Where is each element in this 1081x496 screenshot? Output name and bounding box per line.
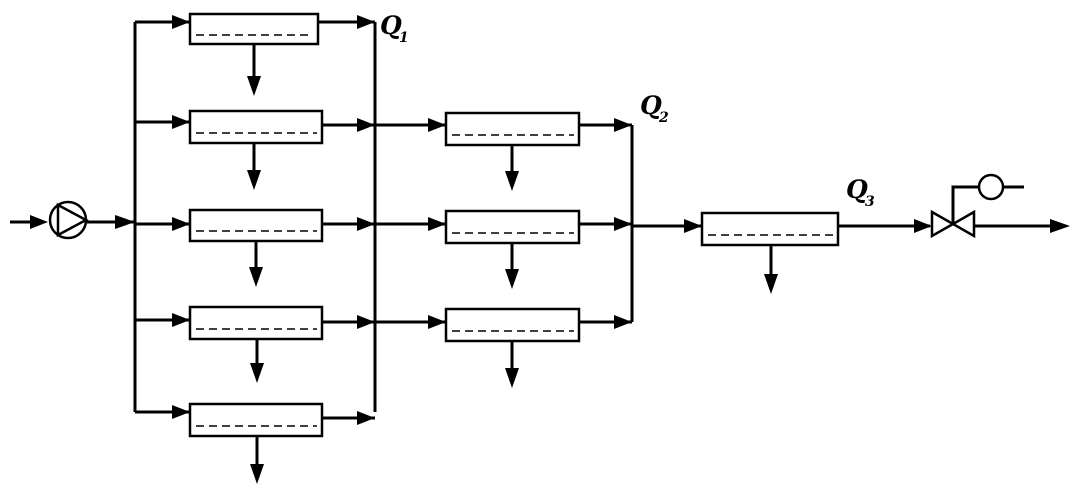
pump-icon[interactable] [48,200,88,240]
stage-1-module [135,402,375,484]
stage-1-module [135,305,375,383]
membrane-module [700,211,840,247]
stage-3-module [700,211,840,294]
membrane-module [188,402,324,438]
membrane-module [188,208,324,243]
permeate-arrow [250,464,264,484]
stage-2-module [375,111,632,191]
label-q3: Q 3 [846,175,875,210]
membrane-module [444,111,581,147]
stage-2-module [375,209,632,289]
membrane-module [444,209,581,245]
permeate-arrow [247,76,261,96]
stage-3 [632,211,932,294]
membrane-module [188,12,320,46]
actuator-icon[interactable] [977,173,1005,201]
permeate-arrow [249,267,263,287]
permeate-arrow [247,170,261,190]
permeate-arrow [505,171,519,191]
permeate-arrow [250,363,264,383]
inlet-arrow [30,215,48,229]
label-q2: Q 2 [640,91,669,126]
valve-left-icon [930,209,956,239]
outlet-arrow [1050,219,1070,233]
permeate-arrow [764,274,778,294]
stage-2-module [375,307,632,388]
stage-1-module [135,208,375,287]
outlet [974,219,1070,233]
svg-text:Q: Q [846,175,868,204]
stage-1 [133,12,377,484]
svg-text:3: 3 [865,194,875,210]
membrane-module [188,305,324,341]
svg-text:1: 1 [399,30,409,46]
permeate-arrow [505,269,519,289]
svg-text:2: 2 [658,110,669,126]
svg-text:Q: Q [380,11,402,40]
stage-1-module [135,109,375,190]
inlet [10,215,48,229]
label-q1: Q 1 [380,11,409,46]
permeate-arrow [505,368,519,388]
membrane-module [444,307,581,343]
control-valve[interactable] [930,173,1024,239]
valve-right-icon [950,209,976,239]
pump-outlet-arrow [115,215,135,229]
svg-text:Q: Q [640,91,662,120]
stage-1-module [135,12,375,96]
membrane-module [188,109,324,145]
stage-2 [375,111,634,388]
pump[interactable] [48,200,89,240]
valve-stem [951,185,980,224]
pump-impeller-icon [56,202,89,238]
